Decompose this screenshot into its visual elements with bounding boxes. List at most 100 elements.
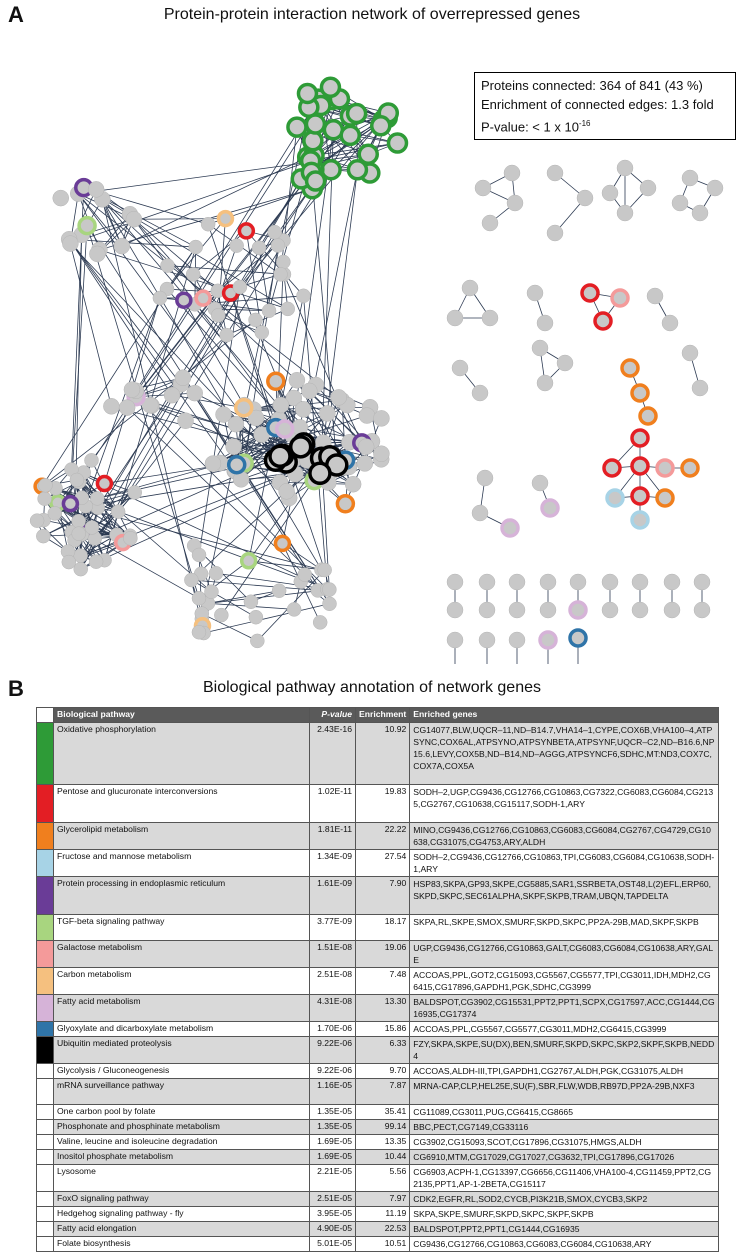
network-stats-box: Proteins connected: 364 of 841 (43 %) En… bbox=[474, 72, 736, 140]
pathway-name-cell: Hedgehog signaling pathway - fly bbox=[54, 1207, 310, 1222]
network-node bbox=[359, 145, 377, 163]
network-node bbox=[277, 421, 293, 437]
network-node bbox=[281, 302, 295, 316]
network-node bbox=[358, 439, 374, 455]
proteins-connected-stat: Proteins connected: 364 of 841 (43 %) bbox=[481, 76, 729, 95]
network-node bbox=[89, 555, 103, 569]
network-node bbox=[128, 485, 142, 499]
pvalue-cell: 1.35E-05 bbox=[310, 1105, 356, 1120]
network-node bbox=[291, 437, 311, 457]
network-node bbox=[657, 460, 673, 476]
network-node bbox=[570, 574, 586, 590]
pathway-color-swatch bbox=[37, 1079, 54, 1105]
enrichment-cell: 7.87 bbox=[356, 1079, 410, 1105]
pathway-name-cell: Fatty acid metabolism bbox=[54, 995, 310, 1022]
network-node bbox=[664, 602, 680, 618]
genes-cell: CG11089,CG3011,PUG,CG6415,CG8665 bbox=[410, 1105, 719, 1120]
pathway-color-swatch bbox=[37, 1150, 54, 1165]
network-node bbox=[602, 574, 618, 590]
pathway-header: Biological pathway bbox=[54, 708, 310, 723]
network-node bbox=[447, 632, 463, 648]
network-node bbox=[612, 290, 628, 306]
network-node bbox=[318, 563, 332, 577]
enrichment-cell: 19.06 bbox=[356, 941, 410, 968]
network-node bbox=[229, 457, 245, 473]
pvalue-cell: 2.21E-05 bbox=[310, 1165, 356, 1192]
genes-cell: CG6903,ACPH-1,CG13397,CG6656,CG11406,VHA… bbox=[410, 1165, 719, 1192]
network-node bbox=[540, 602, 556, 618]
pathway-name-cell: Protein processing in endoplasmic reticu… bbox=[54, 877, 310, 915]
pathway-color-swatch bbox=[37, 941, 54, 968]
enrichment-cell: 15.86 bbox=[356, 1022, 410, 1037]
network-node bbox=[189, 240, 203, 254]
network-node bbox=[602, 185, 618, 201]
network-node bbox=[196, 291, 210, 305]
network-node bbox=[540, 574, 556, 590]
network-node bbox=[177, 293, 191, 307]
network-node bbox=[477, 470, 493, 486]
network-node bbox=[447, 310, 463, 326]
network-node bbox=[288, 118, 306, 136]
network-node bbox=[72, 514, 86, 528]
network-node bbox=[640, 180, 656, 196]
network-node bbox=[509, 574, 525, 590]
network-node bbox=[164, 387, 180, 403]
pathway-color-swatch bbox=[37, 850, 54, 877]
enrichment-cell: 13.30 bbox=[356, 995, 410, 1022]
pvalue-stat: P-value: < 1 x 10-16 bbox=[481, 114, 729, 136]
network-node bbox=[89, 246, 105, 262]
network-node bbox=[74, 562, 88, 576]
network-edge bbox=[81, 179, 302, 556]
pvalue-cell: 1.69E-05 bbox=[310, 1135, 356, 1150]
genes-cell: CDK2,EGFR,RL,SOD2,CYCB,PI3K21B,SMOX,CYCB… bbox=[410, 1192, 719, 1207]
pathway-color-swatch bbox=[37, 1165, 54, 1192]
network-node bbox=[509, 632, 525, 648]
network-node bbox=[153, 291, 167, 305]
pathway-color-swatch bbox=[37, 785, 54, 823]
network-node bbox=[537, 375, 553, 391]
pvalue-cell: 1.69E-05 bbox=[310, 1150, 356, 1165]
network-node bbox=[192, 625, 206, 639]
pathway-name-cell: mRNA surveillance pathway bbox=[54, 1079, 310, 1105]
pvalue-cell: 1.02E-11 bbox=[310, 785, 356, 823]
enrichment-cell: 10.44 bbox=[356, 1150, 410, 1165]
genes-cell: SKPA,SKPE,SMURF,SKPD,SKPC,SKPF,SKPB bbox=[410, 1207, 719, 1222]
network-node bbox=[632, 512, 648, 528]
pvalue-cell: 1.35E-05 bbox=[310, 1120, 356, 1135]
genes-cell: BALDSPOT,CG3902,CG15531,PPT2,PPT1,SCPX,C… bbox=[410, 995, 719, 1022]
enrichment-cell: 7.48 bbox=[356, 968, 410, 995]
pathway-color-swatch bbox=[37, 1135, 54, 1150]
pathway-name-cell: Ubiquitin mediated proteolysis bbox=[54, 1037, 310, 1064]
network-node bbox=[178, 413, 194, 429]
pathway-color-swatch bbox=[37, 995, 54, 1022]
network-node bbox=[331, 389, 347, 405]
enrichment-cell: 35.41 bbox=[356, 1105, 410, 1120]
pathway-name-cell: Fructose and mannose metabolism bbox=[54, 850, 310, 877]
network-edge bbox=[81, 135, 350, 569]
network-node bbox=[249, 610, 263, 624]
genes-cell: ACCOAS,PPL,CG5567,CG5577,CG3011,MDH2,CG6… bbox=[410, 1022, 719, 1037]
edge-enrichment-stat: Enrichment of connected edges: 1.3 fold bbox=[481, 95, 729, 114]
pvalue-cell: 4.90E-05 bbox=[310, 1222, 356, 1237]
network-node bbox=[85, 520, 99, 534]
enrichment-cell: 22.22 bbox=[356, 823, 410, 850]
network-node bbox=[268, 373, 284, 389]
pathway-color-swatch bbox=[37, 823, 54, 850]
genes-header: Enriched genes bbox=[410, 708, 719, 723]
network-node bbox=[321, 78, 339, 96]
network-node bbox=[192, 548, 206, 562]
network-node bbox=[211, 308, 225, 322]
network-node bbox=[452, 360, 468, 376]
network-node bbox=[604, 460, 620, 476]
enrichment-cell: 27.54 bbox=[356, 850, 410, 877]
network-node bbox=[275, 536, 289, 550]
network-node bbox=[507, 195, 523, 211]
enrichment-cell: 99.14 bbox=[356, 1120, 410, 1135]
genes-cell: FZY,SKPA,SKPE,SU(DX),BEN,SMURF,SKPD,SKPC… bbox=[410, 1037, 719, 1064]
pathway-color-swatch bbox=[37, 1207, 54, 1222]
network-node bbox=[372, 117, 390, 135]
pathway-color-swatch bbox=[37, 1192, 54, 1207]
network-node bbox=[682, 170, 698, 186]
